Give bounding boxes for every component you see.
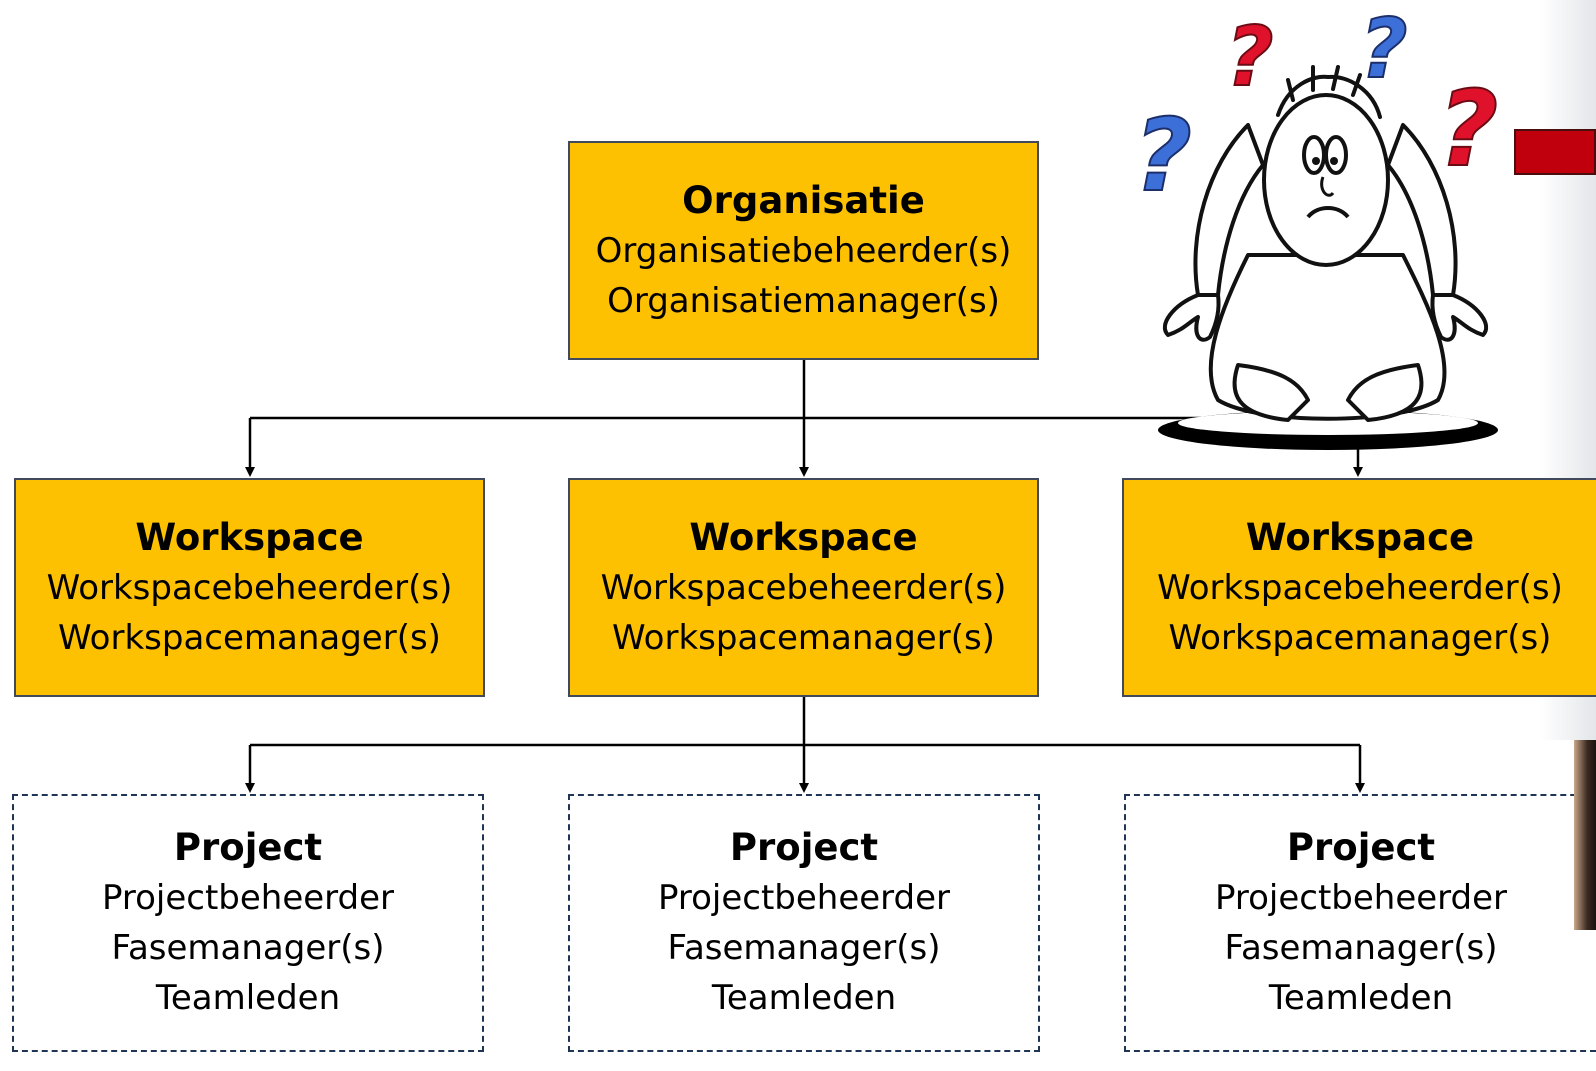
organisation-role-manager: Organisatiemanager(s) [607, 280, 1000, 321]
project-role-phase-manager: Fasemanager(s) [667, 928, 941, 968]
workspace-role-admin: Workspacebeheerder(s) [1157, 567, 1563, 608]
question-mark-icon: ? [1360, 5, 1408, 97]
workspace-box-3: Workspace Workspacebeheerder(s) Workspac… [1122, 478, 1596, 697]
project-role-admin: Projectbeheerder [1214, 878, 1508, 918]
project-role-team-members: Teamleden [1268, 978, 1454, 1018]
organisation-box: Organisatie Organisatiebeheerder(s) Orga… [568, 141, 1039, 360]
project-role-phase-manager: Fasemanager(s) [111, 928, 385, 968]
project-role-team-members: Teamleden [711, 978, 897, 1018]
workspace-title: Workspace [1245, 515, 1475, 559]
organisation-title: Organisatie [682, 178, 925, 222]
project-box-2: Project Projectbeheerder Fasemanager(s) … [568, 794, 1040, 1052]
project-title: Project [173, 826, 323, 869]
project-role-admin: Projectbeheerder [101, 878, 395, 918]
workspace-role-admin: Workspacebeheerder(s) [46, 567, 453, 608]
workspace-title: Workspace [689, 515, 918, 559]
workspace-title: Workspace [135, 515, 364, 559]
confused-cartoon-man-icon: ? ? ? ? [1133, 5, 1499, 450]
workspace-role-admin: Workspacebeheerder(s) [600, 567, 1007, 608]
project-box-3: Project Projectbeheerder Fasemanager(s) … [1124, 794, 1596, 1052]
question-mark-icon: ? [1438, 68, 1498, 190]
project-role-phase-manager: Fasemanager(s) [1224, 928, 1498, 968]
project-role-admin: Projectbeheerder [657, 878, 951, 918]
red-accent-bar [1514, 129, 1596, 175]
project-title: Project [729, 826, 879, 869]
workspace-role-manager: Workspacemanager(s) [58, 617, 441, 658]
question-mark-icon: ? [1226, 10, 1274, 105]
question-mark-icon: ? [1134, 97, 1192, 214]
project-role-team-members: Teamleden [155, 978, 341, 1018]
workspace-box-1: Workspace Workspacebeheerder(s) Workspac… [14, 478, 485, 697]
workspace-box-2: Workspace Workspacebeheerder(s) Workspac… [568, 478, 1039, 697]
workspace-role-manager: Workspacemanager(s) [612, 617, 995, 658]
workspace-role-manager: Workspacemanager(s) [1168, 617, 1552, 658]
project-title: Project [1286, 826, 1436, 869]
photo-fragment [1574, 740, 1596, 930]
organisation-role-admin: Organisatiebeheerder(s) [595, 230, 1012, 271]
project-box-1: Project Projectbeheerder Fasemanager(s) … [12, 794, 484, 1052]
